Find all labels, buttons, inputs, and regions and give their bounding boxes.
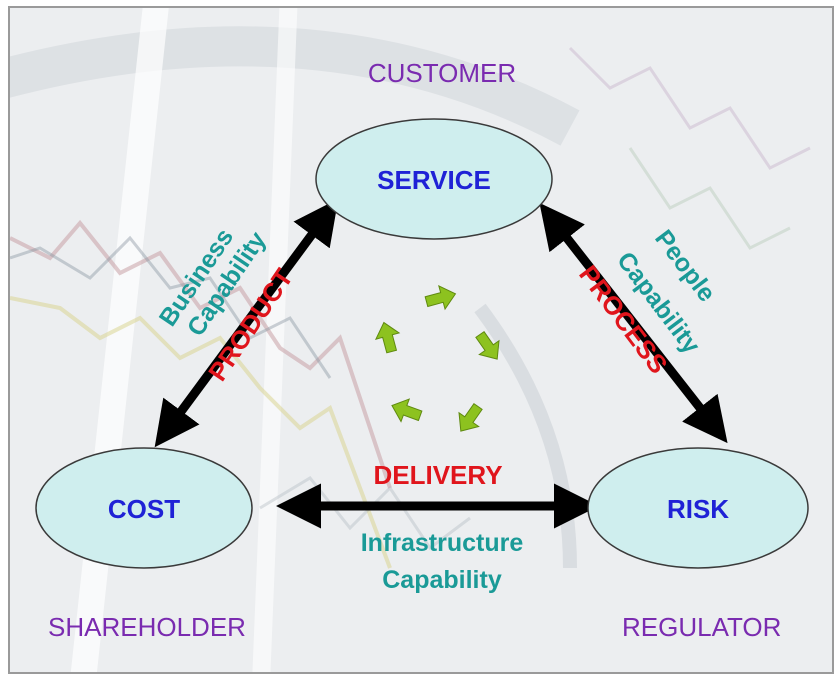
service-label: SERVICE [377, 165, 491, 195]
cycle-arrow-icon [374, 321, 401, 354]
infrastructure-capability-label: Capability [382, 566, 502, 594]
regulator-label: REGULATOR [622, 612, 781, 642]
service-node: SERVICE [315, 118, 553, 240]
cost-label: COST [108, 494, 180, 524]
cycle-arrow-icon [424, 284, 457, 311]
delivery-label: DELIVERY [373, 460, 502, 490]
customer-label: CUSTOMER [368, 58, 516, 88]
cost-node: COST [35, 447, 253, 569]
slide-frame: SERVICE COST RISK CUSTOMER SHAREHOLDER R… [8, 6, 834, 674]
product-arrow [154, 198, 339, 448]
cycle-arrow-icon [475, 330, 500, 360]
risk-label: RISK [667, 494, 729, 524]
risk-node: RISK [587, 447, 809, 569]
cycle-arrow-icon [391, 398, 423, 423]
cycle-arrow-icon [458, 402, 483, 432]
process-arrow [539, 202, 728, 444]
shareholder-label: SHAREHOLDER [48, 612, 246, 642]
infrastructure-label: Infrastructure [361, 529, 524, 557]
triangle-diagram: SERVICE COST RISK CUSTOMER SHAREHOLDER R… [35, 58, 809, 642]
